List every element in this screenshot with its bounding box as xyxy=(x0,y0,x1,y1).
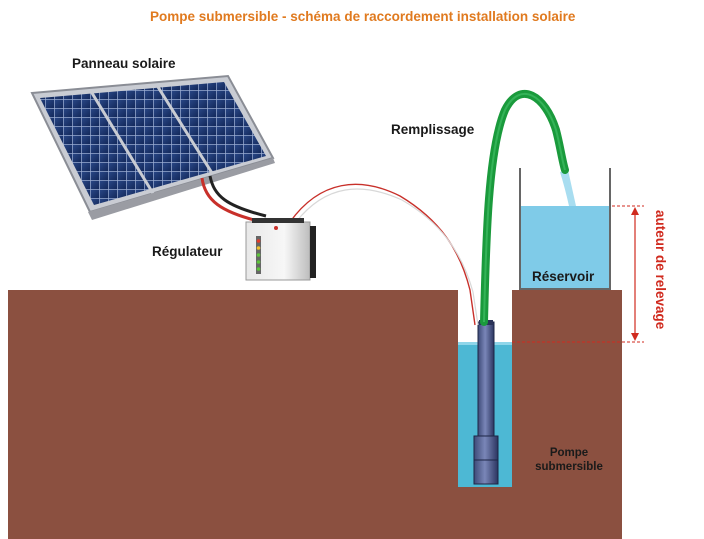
solar-panel xyxy=(30,74,275,220)
lift-height-dimension xyxy=(512,205,644,343)
reservoir-label: Réservoir xyxy=(532,269,595,284)
diagram-title: Pompe submersible - schéma de raccordeme… xyxy=(150,9,576,24)
filling-label: Remplissage xyxy=(391,122,475,137)
submersible-pump xyxy=(473,320,499,485)
regulator-box xyxy=(245,218,316,281)
water-jet xyxy=(560,170,576,206)
panel-cables xyxy=(200,175,267,224)
pump-cable xyxy=(289,183,479,326)
regulator-label: Régulateur xyxy=(152,244,223,259)
ground xyxy=(8,290,622,539)
lift-height-label: auteur de relevage xyxy=(653,210,668,330)
reservoir xyxy=(519,168,611,290)
solar-panel-label: Panneau solaire xyxy=(72,56,176,71)
pump-label: Pompe submersible xyxy=(535,447,603,473)
